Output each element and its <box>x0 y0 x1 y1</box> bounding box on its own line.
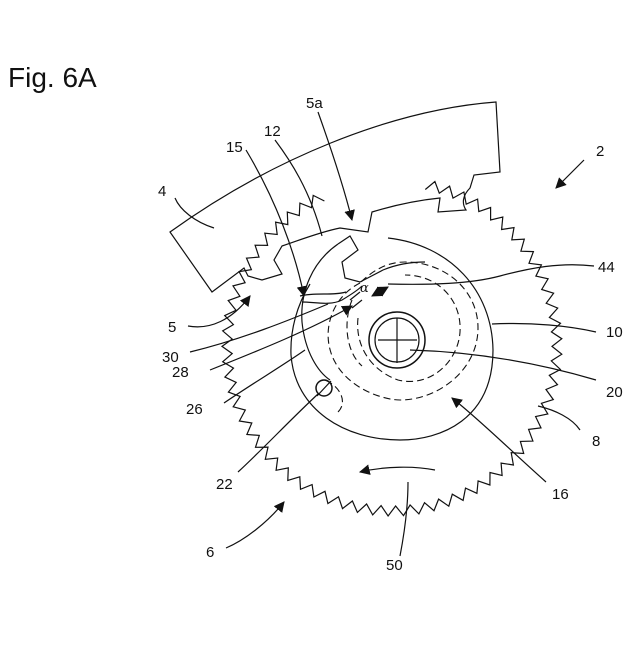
pawl-tip-15 <box>300 292 346 296</box>
leader-2 <box>556 160 584 188</box>
label-10: 10 <box>606 324 623 341</box>
label-4: 4 <box>158 183 166 200</box>
leader-5a <box>318 112 352 220</box>
label-15: 15 <box>226 139 243 156</box>
leader-20 <box>410 350 596 380</box>
leader-26 <box>224 350 305 403</box>
leader-44 <box>388 265 594 285</box>
label-5: 5 <box>168 319 176 336</box>
label-50: 50 <box>386 557 403 574</box>
label-44: 44 <box>598 259 615 276</box>
label-alpha: α <box>360 281 369 296</box>
toothed-wheel-8 <box>222 182 562 517</box>
label-26: 26 <box>186 401 203 418</box>
leader-30 <box>190 304 328 352</box>
leader-6 <box>226 502 284 548</box>
label-8: 8 <box>592 433 600 450</box>
disc-10 <box>291 238 493 440</box>
leader-8 <box>538 406 580 430</box>
label-30: 30 <box>162 349 179 366</box>
stop-rack-4 <box>170 102 500 292</box>
label-22: 22 <box>216 476 233 493</box>
label-16: 16 <box>552 486 569 503</box>
figure-title: Fig. 6A <box>8 62 97 94</box>
label-2: 2 <box>596 143 604 160</box>
leader-5 <box>188 296 250 327</box>
leader-10 <box>492 323 596 332</box>
cam-track-arc <box>347 300 362 366</box>
label-5a: 5a <box>306 95 323 112</box>
label-20: 20 <box>606 384 623 401</box>
label-28: 28 <box>172 364 189 381</box>
leader-50 <box>400 482 408 556</box>
label-6: 6 <box>206 544 214 561</box>
contact-mark-30 <box>350 292 360 300</box>
label-12: 12 <box>264 123 281 140</box>
rotation-arrow <box>360 467 435 472</box>
contact-mark-28 <box>352 300 362 308</box>
angle-alpha-arrow <box>372 287 388 296</box>
leader-4 <box>175 198 214 228</box>
